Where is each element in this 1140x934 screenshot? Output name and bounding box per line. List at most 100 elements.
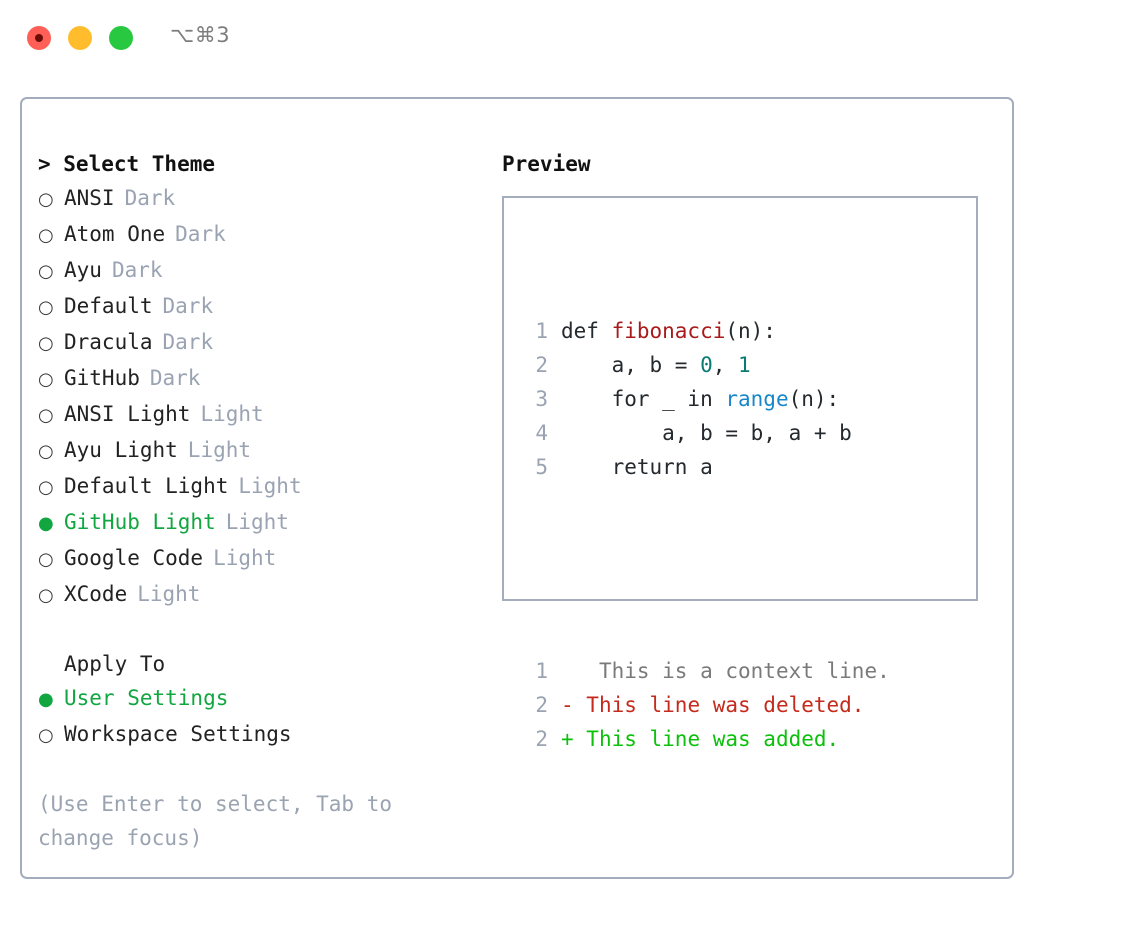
theme-option-label: Ayu — [64, 258, 102, 282]
theme-option-google-code[interactable]: ○ Google Code Light — [38, 541, 478, 577]
theme-option-github[interactable]: ○ GitHub Dark — [38, 361, 478, 397]
code-token: (n): — [725, 319, 776, 343]
theme-option-label: Ayu Light — [64, 438, 178, 462]
apply-option-user-settings[interactable]: ● User Settings — [38, 681, 478, 717]
diff-sample: 1 This is a context line.2- This line wa… — [520, 654, 890, 756]
code-line-text: a, b = 0, 1 — [561, 348, 751, 382]
theme-option-default-light[interactable]: ○ Default Light Light — [38, 469, 478, 505]
line-number: 5 — [535, 455, 548, 479]
code-line-text: for _ in range(n): — [561, 382, 840, 416]
theme-option-tag: Light — [187, 438, 252, 462]
code-token: return a — [561, 455, 713, 479]
line-number: 2 — [535, 353, 548, 377]
code-line: 2 a, b = 0, 1 — [520, 348, 890, 382]
theme-option-tag: Light — [238, 474, 302, 498]
theme-option-ansi-light[interactable]: ○ ANSI Light Light — [38, 397, 478, 433]
list-spacer — [38, 613, 478, 647]
theme-option-tag: Dark — [111, 258, 163, 282]
theme-option-dracula[interactable]: ○ Dracula Dark — [38, 325, 478, 361]
hint-spacer — [38, 753, 478, 787]
radio-unselected-icon: ○ — [38, 261, 54, 282]
apply-option-label: User Settings — [64, 686, 229, 710]
diff-marker: + — [561, 727, 574, 751]
theme-option-tag: Dark — [162, 330, 214, 354]
theme-option-ayu-light[interactable]: ○ Ayu Light Light — [38, 433, 478, 469]
theme-option-label: ANSI — [64, 186, 115, 210]
code-diff-gap — [520, 552, 890, 586]
line-number: 2 — [535, 693, 548, 717]
theme-option-label: Default — [64, 294, 153, 318]
line-number: 4 — [535, 421, 548, 445]
theme-option-tag: Light — [213, 546, 277, 570]
code-token: , — [712, 353, 739, 377]
radio-selected-icon: ● — [38, 513, 54, 534]
theme-option-tag: Dark — [149, 366, 201, 390]
code-token: (n): — [788, 387, 840, 411]
keyboard-shortcut-label: ⌥⌘3 — [170, 23, 231, 47]
code-line: 3 for _ in range(n): — [520, 382, 890, 416]
select-theme-heading: > Select Theme — [38, 152, 216, 176]
radio-unselected-icon: ○ — [38, 477, 54, 498]
code-line: 5 return a — [520, 450, 890, 484]
radio-unselected-icon: ○ — [38, 405, 54, 426]
theme-option-tag: Light — [200, 402, 264, 426]
diff-line-text: This line was deleted. — [573, 693, 865, 717]
apply-to-heading: Apply To — [64, 652, 166, 676]
theme-option-label: Default Light — [64, 474, 229, 498]
minimize-button[interactable] — [68, 26, 92, 50]
window-controls — [27, 26, 133, 50]
radio-unselected-icon: ○ — [38, 333, 54, 354]
theme-option-tag: Light — [225, 510, 289, 534]
radio-unselected-icon: ○ — [38, 725, 54, 746]
diff-line-ctx: 1 This is a context line. — [520, 654, 890, 688]
code-line: 1 def fibonacci(n): — [520, 314, 890, 348]
line-number: 1 — [535, 319, 548, 343]
code-token: for _ in — [561, 387, 726, 411]
radio-selected-icon: ● — [38, 689, 54, 710]
radio-unselected-icon: ○ — [38, 441, 54, 462]
code-token: range — [725, 387, 789, 411]
radio-unselected-icon: ○ — [38, 189, 54, 210]
diff-line-text: This is a context line. — [573, 659, 890, 683]
apply-option-workspace-settings[interactable]: ○ Workspace Settings — [38, 717, 478, 753]
diff-line-add: 2 + This line was added. — [520, 722, 890, 756]
radio-unselected-icon: ○ — [38, 549, 54, 570]
theme-option-label: GitHub Light — [64, 510, 216, 534]
line-number: 2 — [535, 727, 548, 751]
apply-to-list: ● User Settings ○ Workspace Settings — [38, 681, 478, 753]
code-line-text: def fibonacci(n): — [561, 314, 776, 348]
code-line-text: return a — [561, 450, 713, 484]
theme-option-tag: Dark — [162, 294, 214, 318]
code-token: 1 — [738, 353, 751, 377]
theme-option-label: GitHub — [64, 366, 140, 390]
code-token: 0 — [700, 353, 713, 377]
keyboard-hint-text: (Use Enter to select, Tab to change focu… — [38, 792, 405, 850]
diff-line-del: 2- This line was deleted. — [520, 688, 890, 722]
theme-option-ayu[interactable]: ○ Ayu Dark — [38, 253, 478, 289]
close-button[interactable] — [27, 26, 51, 50]
theme-option-label: Dracula — [64, 330, 153, 354]
diff-line-text: This line was added. — [573, 727, 840, 751]
theme-option-label: ANSI Light — [64, 402, 191, 426]
radio-unselected-icon: ○ — [38, 369, 54, 390]
theme-option-label: Google Code — [64, 546, 204, 570]
maximize-button[interactable] — [109, 26, 133, 50]
radio-unselected-icon: ○ — [38, 585, 54, 606]
code-token: def — [561, 319, 612, 343]
line-number: 1 — [535, 659, 548, 683]
diff-marker: - — [561, 693, 574, 717]
code-token: a, b = b, a + b — [561, 421, 852, 445]
theme-option-label: XCode — [64, 582, 128, 606]
apply-option-label: Workspace Settings — [64, 722, 292, 746]
theme-option-github-light[interactable]: ● GitHub Light Light — [38, 505, 478, 541]
